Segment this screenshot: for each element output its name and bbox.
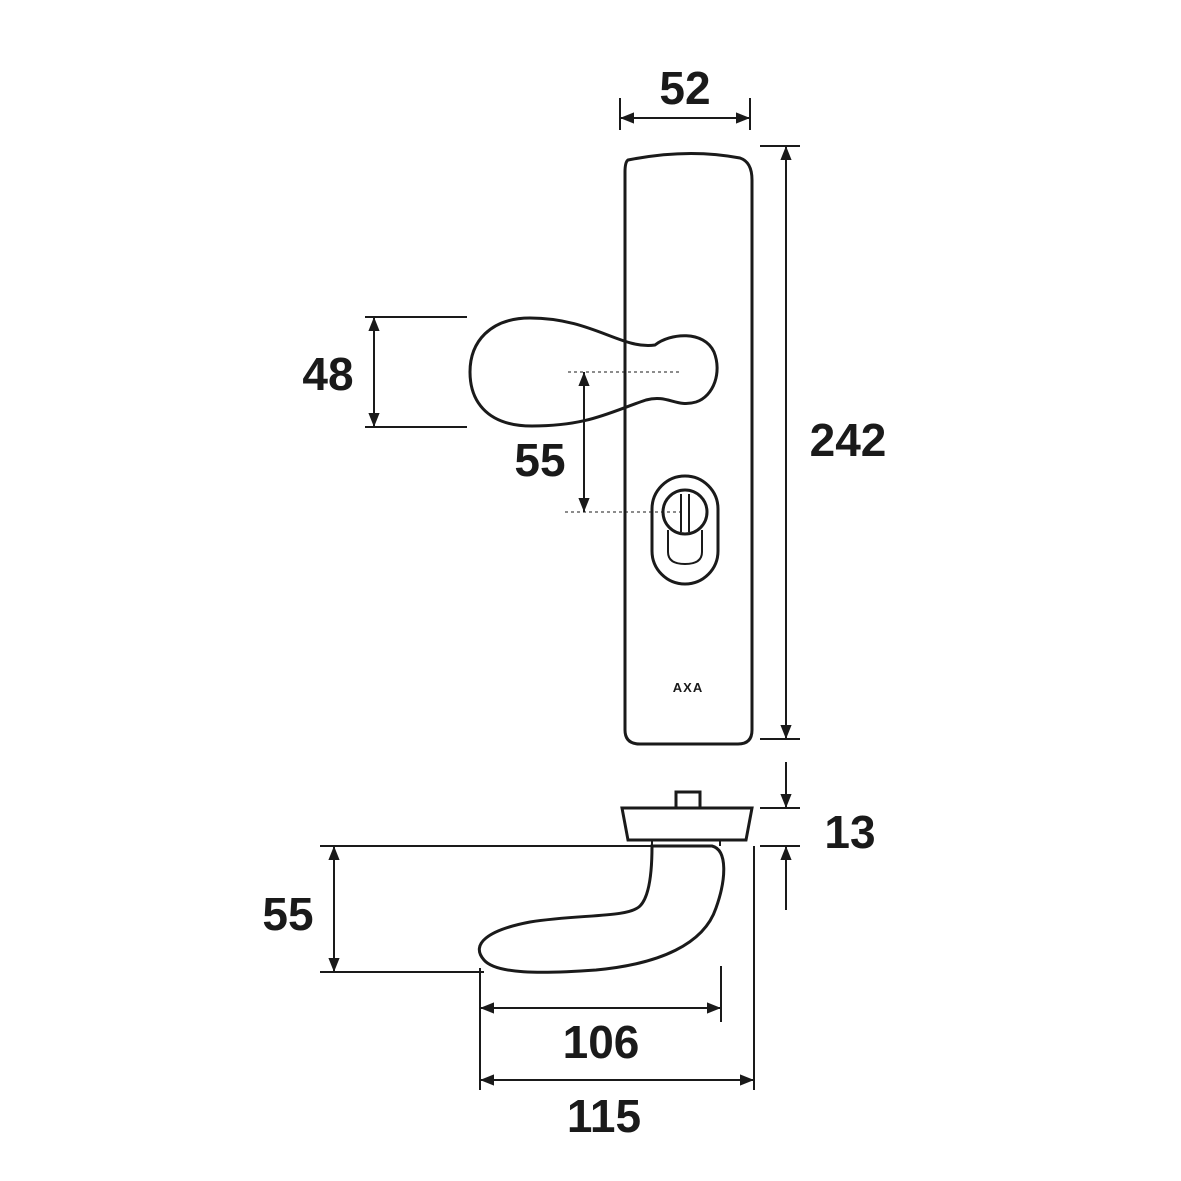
svg-text:115: 115 [567, 1090, 641, 1142]
dim-handle-to-cylinder: 55 [514, 372, 590, 512]
dim-handle-height: 48 [302, 316, 467, 428]
side-view: 13 55 106 115 [262, 762, 876, 1142]
handle-side [477, 844, 726, 974]
back-plate [623, 151, 754, 746]
rose [620, 806, 754, 842]
dim-rose-depth: 13 [753, 762, 876, 1090]
brand-logo: AXA [673, 680, 703, 695]
spindle [674, 790, 702, 810]
svg-text:55: 55 [514, 434, 565, 486]
dim-handle-length: 106 [479, 966, 722, 1090]
svg-text:48: 48 [302, 348, 353, 400]
dim-total-length: 115 [480, 1074, 754, 1142]
svg-text:13: 13 [824, 806, 875, 858]
svg-text:52: 52 [659, 62, 710, 114]
svg-text:106: 106 [563, 1016, 640, 1068]
svg-text:55: 55 [262, 888, 313, 940]
dim-plate-height: 242 [760, 145, 887, 740]
handle-front [468, 316, 719, 428]
cylinder-hole [650, 474, 720, 586]
front-view: AXA 52 242 48 55 [302, 62, 887, 746]
dim-handle-projection: 55 [262, 845, 652, 973]
dim-plate-width: 52 [619, 62, 751, 130]
svg-text:242: 242 [810, 414, 887, 466]
